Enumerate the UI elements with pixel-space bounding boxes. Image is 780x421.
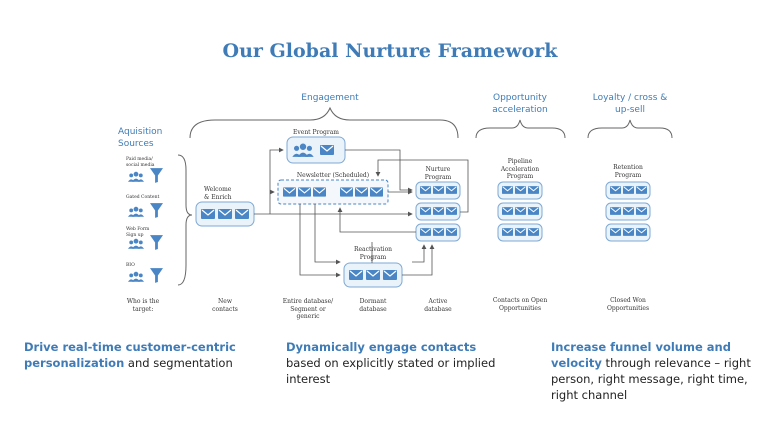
pipeline-stack — [497, 181, 543, 242]
envelope-icon — [218, 209, 232, 219]
loyalty-brace — [587, 119, 673, 139]
envelope-icon — [383, 270, 397, 280]
page-title: Our Global Nurture Framework — [222, 40, 558, 62]
retention-stack — [605, 181, 651, 242]
reactivation-box — [343, 262, 403, 288]
retention-label: Retention Program — [613, 164, 643, 179]
funnel-icon — [150, 268, 163, 283]
caption-personalization: Drive real-time customer-centric persona… — [24, 339, 259, 371]
envelope-icon — [313, 187, 326, 197]
source-row-4 — [128, 268, 163, 283]
envelope-icon — [370, 187, 383, 197]
event-box — [286, 136, 346, 164]
connectors — [254, 147, 469, 278]
target-entire: Entire database/ Segment or generic — [282, 298, 334, 320]
envelope-icon — [366, 270, 380, 280]
source-label-4: BIO — [126, 263, 135, 268]
welcome-box — [195, 201, 255, 227]
newsletter-box — [277, 179, 389, 205]
header-opportunity: Opportunity acceleration — [492, 93, 548, 115]
people-icon — [128, 206, 144, 217]
source-row-2 — [128, 203, 163, 218]
envelope-icon — [235, 209, 249, 219]
envelope-icon — [349, 270, 363, 280]
source-label-1: Paid media/ social media — [126, 157, 155, 168]
caption-2-rest: based on explicitly stated or implied in… — [286, 356, 496, 386]
source-label-2: Gated Content — [126, 195, 160, 200]
event-label: Event Program — [293, 129, 339, 136]
target-open-opps: Contacts on Open Opportunities — [492, 297, 548, 312]
people-icon — [128, 238, 144, 249]
envelope-icon — [320, 145, 334, 155]
envelope-icon — [355, 187, 368, 197]
envelope-icon — [298, 187, 311, 197]
funnel-icon — [150, 168, 163, 183]
header-acquisition: Aquisition Sources — [118, 127, 163, 149]
people-icon — [128, 171, 144, 182]
funnel-icon — [150, 203, 163, 218]
target-active: Active database — [424, 298, 452, 313]
caption-1-rest: and segmentation — [124, 356, 233, 370]
source-row-1 — [128, 168, 163, 183]
header-engagement: Engagement — [301, 93, 359, 103]
engagement-brace — [189, 106, 459, 139]
welcome-label: Welcome & Enrich — [204, 186, 232, 201]
nurture-stack — [415, 181, 461, 242]
envelope-icon — [283, 187, 296, 197]
caption-funnel: Increase funnel volume and velocity thro… — [551, 339, 766, 403]
source-label-3: Web Form Sign up — [126, 227, 150, 238]
caption-engage: Dynamically engage contacts based on exp… — [286, 339, 501, 387]
newsletter-label: Newsletter (Scheduled) — [296, 172, 370, 179]
caption-3-rest: through relevance – right person, right … — [551, 356, 751, 402]
people-icon — [128, 271, 144, 282]
nurture-label: Nurture Program — [424, 166, 452, 181]
header-loyalty: Loyalty / cross & up-sell — [592, 93, 668, 115]
envelope-icon — [340, 187, 353, 197]
pipeline-label: Pipeline Acceleration Program — [500, 158, 540, 180]
opportunity-brace — [475, 119, 566, 139]
envelope-icon — [201, 209, 215, 219]
target-who: Who is the target: — [126, 298, 160, 313]
caption-2-highlight: Dynamically engage contacts — [286, 340, 477, 354]
acquisition-brace — [177, 154, 193, 286]
caption-3-highlight: Increase funnel volume and velocity — [551, 340, 731, 370]
target-new: New contacts — [212, 298, 238, 313]
target-closed-won: Closed Won Opportunities — [606, 297, 650, 312]
target-dormant: Dormant database — [359, 298, 387, 313]
reactivation-label: Reactivation Program — [353, 246, 393, 261]
caption-1-highlight: Drive real-time customer-centric persona… — [24, 340, 236, 370]
